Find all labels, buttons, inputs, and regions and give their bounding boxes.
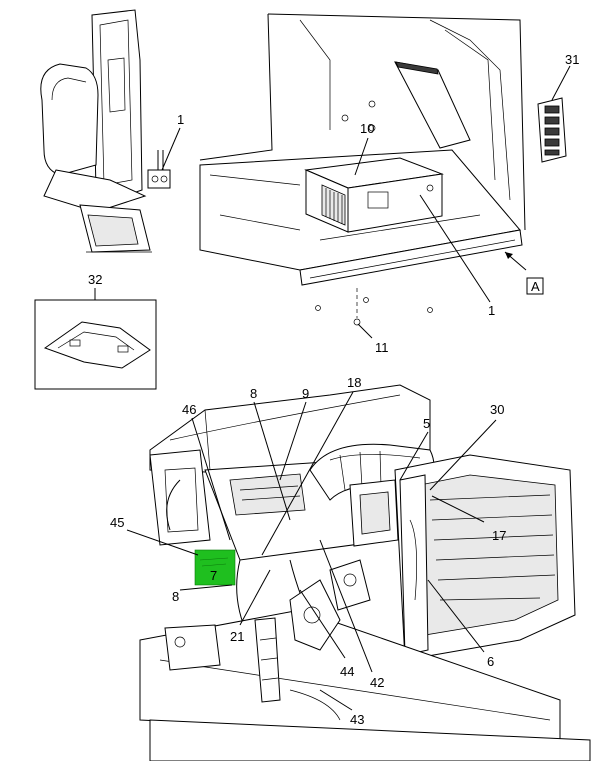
view-marker-label: A	[531, 279, 540, 294]
vent-grille-31	[537, 97, 567, 163]
highlighted-part-7	[194, 549, 236, 586]
callout-8-bottom: 8	[172, 589, 179, 604]
callout-7: 7	[210, 568, 217, 583]
callout-45: 45	[110, 515, 124, 530]
callout-44: 44	[340, 664, 354, 679]
callout-10: 10	[360, 121, 374, 136]
callout-46: 46	[182, 402, 196, 417]
leader-lines	[94, 65, 571, 711]
callout-1-seat: 1	[177, 112, 184, 127]
callout-11: 11	[375, 340, 389, 355]
callout-9: 9	[302, 386, 309, 401]
callout-6: 6	[487, 654, 494, 669]
engine-bay-assembly	[139, 384, 591, 761]
view-marker-a	[504, 251, 544, 295]
callout-43: 43	[350, 712, 364, 727]
callout-17: 17	[492, 528, 506, 543]
callout-5: 5	[423, 416, 430, 431]
callout-1-box: 1	[488, 303, 495, 318]
callout-31: 31	[565, 52, 579, 67]
callout-42: 42	[370, 675, 384, 690]
callout-18: 18	[347, 375, 361, 390]
cab-floor-section	[199, 13, 526, 326]
seat-assembly	[40, 9, 171, 253]
detail-box-32	[34, 299, 157, 390]
callout-8-top: 8	[250, 386, 257, 401]
callout-21: 21	[230, 629, 244, 644]
callout-32: 32	[88, 272, 102, 287]
callout-30: 30	[490, 402, 504, 417]
